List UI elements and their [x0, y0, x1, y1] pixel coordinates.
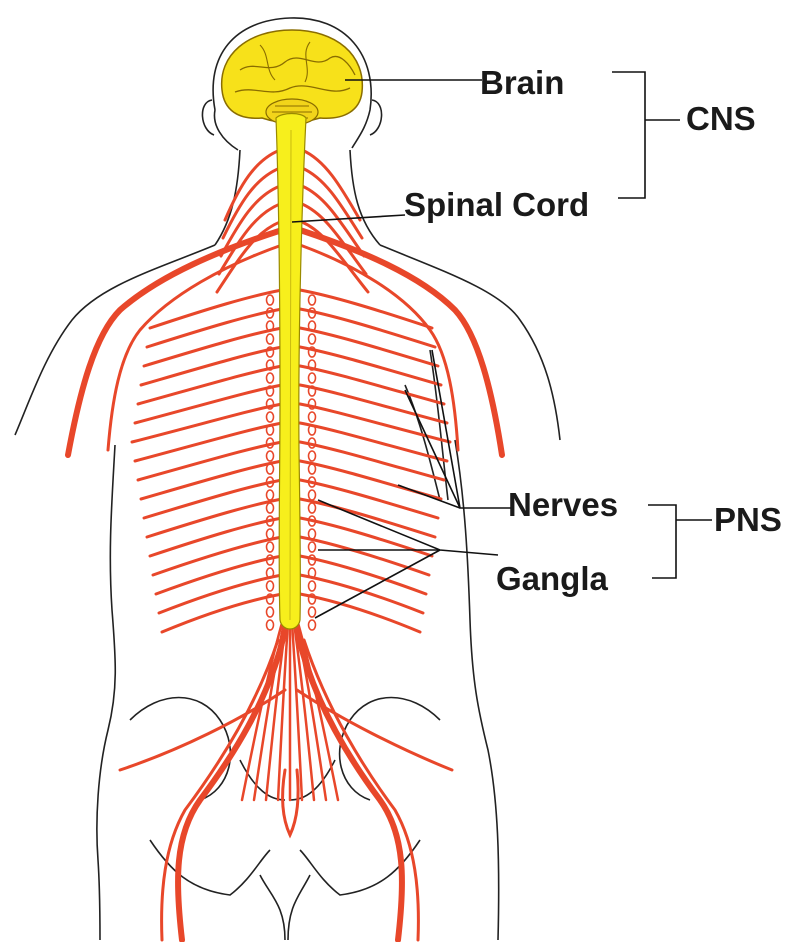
thoracic-nerve-left: [150, 518, 282, 556]
ganglion: [309, 581, 316, 591]
thoracic-nerve-right: [300, 499, 435, 537]
pns-label: PNS: [714, 503, 782, 536]
arm-nerve-left-2: [108, 245, 282, 450]
thoracic-nerve-right: [300, 366, 444, 404]
ganglion: [267, 412, 274, 422]
thoracic-nerve-left: [144, 480, 282, 518]
ganglion: [309, 607, 316, 617]
thoracic-nerve-left: [153, 537, 282, 575]
cns-label: CNS: [686, 102, 756, 135]
nerves-label: Nerves: [508, 488, 618, 521]
ganglion: [309, 451, 316, 461]
ganglion: [267, 373, 274, 383]
ganglion: [309, 542, 316, 552]
ganglion: [309, 295, 316, 305]
ganglion: [309, 464, 316, 474]
pns-bracket: [648, 505, 712, 578]
ganglion: [267, 451, 274, 461]
ganglion: [267, 542, 274, 552]
ganglion: [267, 529, 274, 539]
ganglion: [309, 529, 316, 539]
ganglion: [309, 334, 316, 344]
gangla-label: Gangla: [496, 562, 608, 595]
thoracic-nerve-left: [159, 575, 282, 613]
thoracic-nerve-right: [300, 404, 450, 442]
thoracic-nerve-left: [147, 499, 282, 537]
ganglion: [309, 373, 316, 383]
ganglion: [309, 620, 316, 630]
thoracic-nerve-right: [300, 442, 444, 480]
ganglion: [267, 464, 274, 474]
thoracic-nerve-right: [300, 309, 435, 347]
arm-nerve-right: [300, 230, 502, 455]
thoracic-nerve-right: [300, 480, 438, 518]
ganglion: [267, 503, 274, 513]
thoracic-nerve-left: [150, 290, 282, 328]
thoracic-nerve-right: [300, 328, 438, 366]
thoracic-nerve-left: [141, 347, 282, 385]
ganglion: [267, 334, 274, 344]
thoracic-nerve-right: [300, 575, 423, 613]
brain-label: Brain: [480, 66, 564, 99]
ganglion: [309, 412, 316, 422]
thoracic-nerve-left: [132, 404, 282, 442]
ganglion: [267, 295, 274, 305]
thoracic-nerve-right: [300, 385, 447, 423]
thoracic-nerve-left: [162, 594, 282, 632]
cns-bracket: [612, 72, 680, 198]
ganglion: [267, 490, 274, 500]
thoracic-nerve-left: [144, 328, 282, 366]
thoracic-nerve-left: [138, 366, 282, 404]
thoracic-nerve-right: [300, 537, 429, 575]
ganglion: [267, 620, 274, 630]
ganglion: [309, 503, 316, 513]
brain-shape: [222, 30, 363, 125]
leader-lines: [292, 72, 712, 618]
thoracic-nerve-right: [300, 347, 441, 385]
thoracic-nerve-left: [141, 461, 282, 499]
thoracic-nerve-left: [135, 385, 282, 423]
thoracic-nerve-right: [300, 594, 420, 632]
spinal-cord-label: Spinal Cord: [404, 188, 589, 221]
thoracic-nerve-left: [147, 309, 282, 347]
thoracic-nerve-left: [135, 423, 282, 461]
thoracic-nerve-left: [156, 556, 282, 594]
thoracic-nerve-right: [300, 556, 426, 594]
ganglion: [309, 490, 316, 500]
arm-nerve-left: [68, 230, 282, 455]
ganglion: [267, 607, 274, 617]
ganglion: [267, 581, 274, 591]
thoracic-nerve-left: [138, 442, 282, 480]
